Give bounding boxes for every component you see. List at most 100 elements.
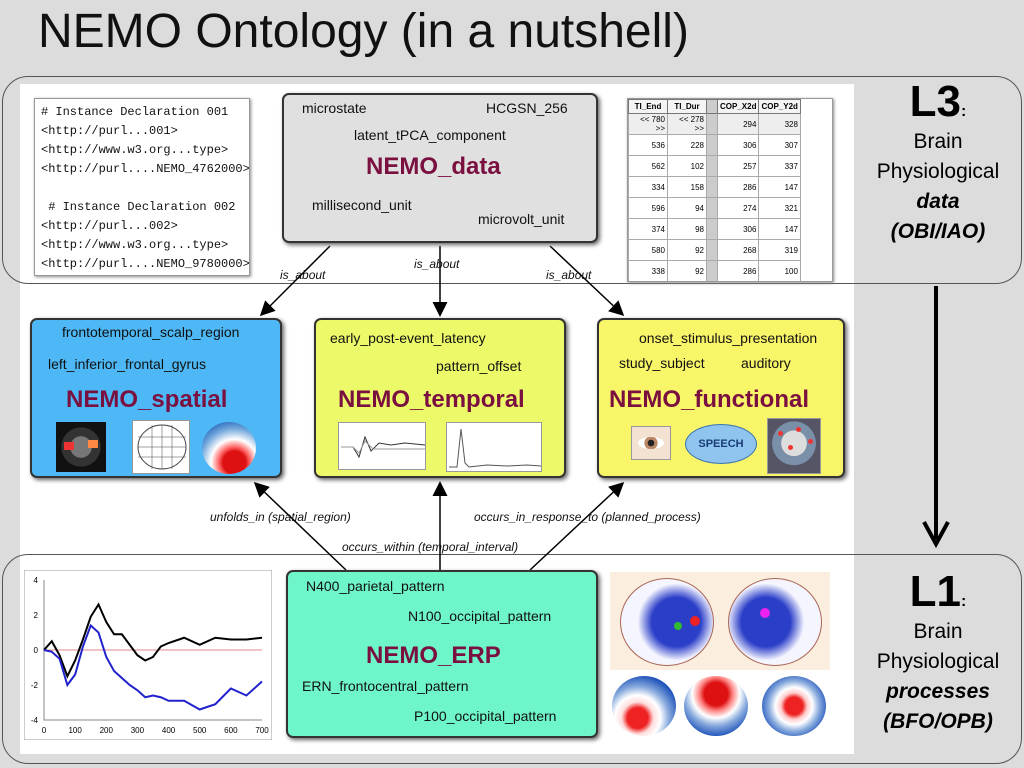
x-tick-label: 300 xyxy=(131,726,145,735)
electrode-grid-image xyxy=(132,420,190,474)
mri-brain-image xyxy=(56,422,106,472)
table-header: COP_Y2d xyxy=(758,99,801,114)
table-cell: 306 xyxy=(716,218,760,240)
nemo-functional-box: onset_stimulus_presentation study_subjec… xyxy=(597,318,845,478)
eeg-cap-subject-image xyxy=(767,418,821,474)
topomap-3 xyxy=(762,676,826,736)
nemo-spatial-label: NEMO_spatial xyxy=(66,386,228,413)
y-tick-label: -2 xyxy=(31,681,39,690)
table-cell: 294 xyxy=(716,113,760,135)
rel-is-about-right: is_about xyxy=(546,268,592,282)
l1-line3: processes xyxy=(886,680,990,703)
chart-background xyxy=(24,570,272,740)
table-cell: 286 xyxy=(716,176,760,198)
source-head-plots xyxy=(610,572,830,670)
table-cell: 268 xyxy=(716,239,760,261)
table-cell: << 278 >> xyxy=(667,113,707,135)
topomap-1 xyxy=(612,676,676,736)
nemo-functional-label: NEMO_functional xyxy=(609,386,810,413)
y-tick-label: 2 xyxy=(34,611,39,620)
l3-line1: Brain xyxy=(913,130,963,153)
table-header: TI_End xyxy=(628,99,668,114)
rel-is-about-left: is_about xyxy=(280,268,326,282)
term-auditory: auditory xyxy=(741,355,791,371)
eye-iris xyxy=(638,437,664,449)
table-cell: 337 xyxy=(758,155,801,177)
l1-label: L1: Brain Physiological processes (BFO/O… xyxy=(860,570,1016,737)
table-cell: 321 xyxy=(758,197,801,219)
l1-band xyxy=(2,554,1022,764)
nemo-spatial-box: frontotemporal_scalp_region left_inferio… xyxy=(30,318,282,478)
term-hcgsn: HCGSN_256 xyxy=(486,100,568,116)
cap-electrode xyxy=(788,445,793,450)
cap-electrode xyxy=(778,431,783,436)
y-tick-label: 0 xyxy=(34,646,39,655)
erp-series-black xyxy=(43,602,263,679)
level-arrow xyxy=(922,286,950,549)
cap-electrode xyxy=(808,439,813,444)
term-n100: N100_occipital_pattern xyxy=(408,608,552,624)
table-cell: 307 xyxy=(758,134,801,156)
table-header xyxy=(706,99,718,114)
nemo-erp-box: N400_parietal_pattern N100_occipital_pat… xyxy=(286,570,598,738)
topomap-2 xyxy=(684,676,748,736)
table-cell: << 780 >> xyxy=(628,113,668,135)
term-latent-tpca: latent_tPCA_component xyxy=(354,127,506,143)
term-left-inferior: left_inferior_frontal_gyrus xyxy=(48,356,206,372)
table-cell: 100 xyxy=(758,260,801,281)
waveform-image-1 xyxy=(338,422,426,470)
erp-series-blue xyxy=(43,623,263,711)
term-microstate: microstate xyxy=(302,100,367,116)
table-cell: 580 xyxy=(628,239,668,261)
table-cell: 319 xyxy=(758,239,801,261)
l3-line3: data xyxy=(916,190,960,213)
y-tick-label: -4 xyxy=(31,716,39,725)
rel-unfolds-in: unfolds_in (spatial_region) xyxy=(210,510,351,524)
table-cell: 596 xyxy=(628,197,668,219)
relation-arrows xyxy=(253,245,625,571)
term-p100: P100_occipital_pattern xyxy=(414,708,557,724)
term-early-post-event: early_post-event_latency xyxy=(330,330,486,346)
table-cell xyxy=(706,134,718,156)
term-onset-stimulus: onset_stimulus_presentation xyxy=(639,330,818,346)
nemo-erp-label: NEMO_ERP xyxy=(366,642,501,669)
l3-label: L3: Brain Physiological data (OBI/IAO) xyxy=(860,80,1016,247)
l1-line2: Physiological xyxy=(876,650,1000,673)
table-cell: 257 xyxy=(716,155,760,177)
dipole-marker xyxy=(760,608,770,618)
x-tick-label: 0 xyxy=(42,726,47,735)
term-frontotemporal: frontotemporal_scalp_region xyxy=(62,324,240,340)
table-header: COP_X2d xyxy=(716,99,760,114)
nemo-data-box: microstate HCGSN_256 latent_tPCA_compone… xyxy=(282,93,598,243)
dipole-marker xyxy=(690,616,700,626)
x-tick-label: 400 xyxy=(162,726,176,735)
mri-activation-left xyxy=(64,442,74,450)
nemo-temporal-box: early_post-event_latency pattern_offset … xyxy=(314,318,566,478)
table-cell xyxy=(706,113,718,135)
waveform-image-2 xyxy=(446,422,542,472)
scalp-topomap-image xyxy=(202,422,256,474)
x-tick-label: 200 xyxy=(100,726,114,735)
table-cell: 94 xyxy=(667,197,707,219)
table-cell: 286 xyxy=(716,260,760,281)
table-cell xyxy=(706,218,718,240)
rdf-instance-code: # Instance Declaration 001 <http://purl.… xyxy=(34,98,250,276)
y-tick-label: 4 xyxy=(34,576,39,585)
x-tick-label: 700 xyxy=(255,726,269,735)
table-cell: 147 xyxy=(758,218,801,240)
page-title: NEMO Ontology (in a nutshell) xyxy=(38,5,689,58)
table-cell: 328 xyxy=(758,113,801,135)
chart-axes xyxy=(43,580,262,721)
head-right xyxy=(728,578,822,666)
table-cell xyxy=(706,260,718,281)
eye-icon xyxy=(631,426,671,460)
table-cell xyxy=(706,239,718,261)
l3-band xyxy=(2,76,1022,284)
nemo-data-label: NEMO_data xyxy=(366,153,501,180)
rel-occurs-within: occurs_within (temporal_interval) xyxy=(342,540,519,554)
